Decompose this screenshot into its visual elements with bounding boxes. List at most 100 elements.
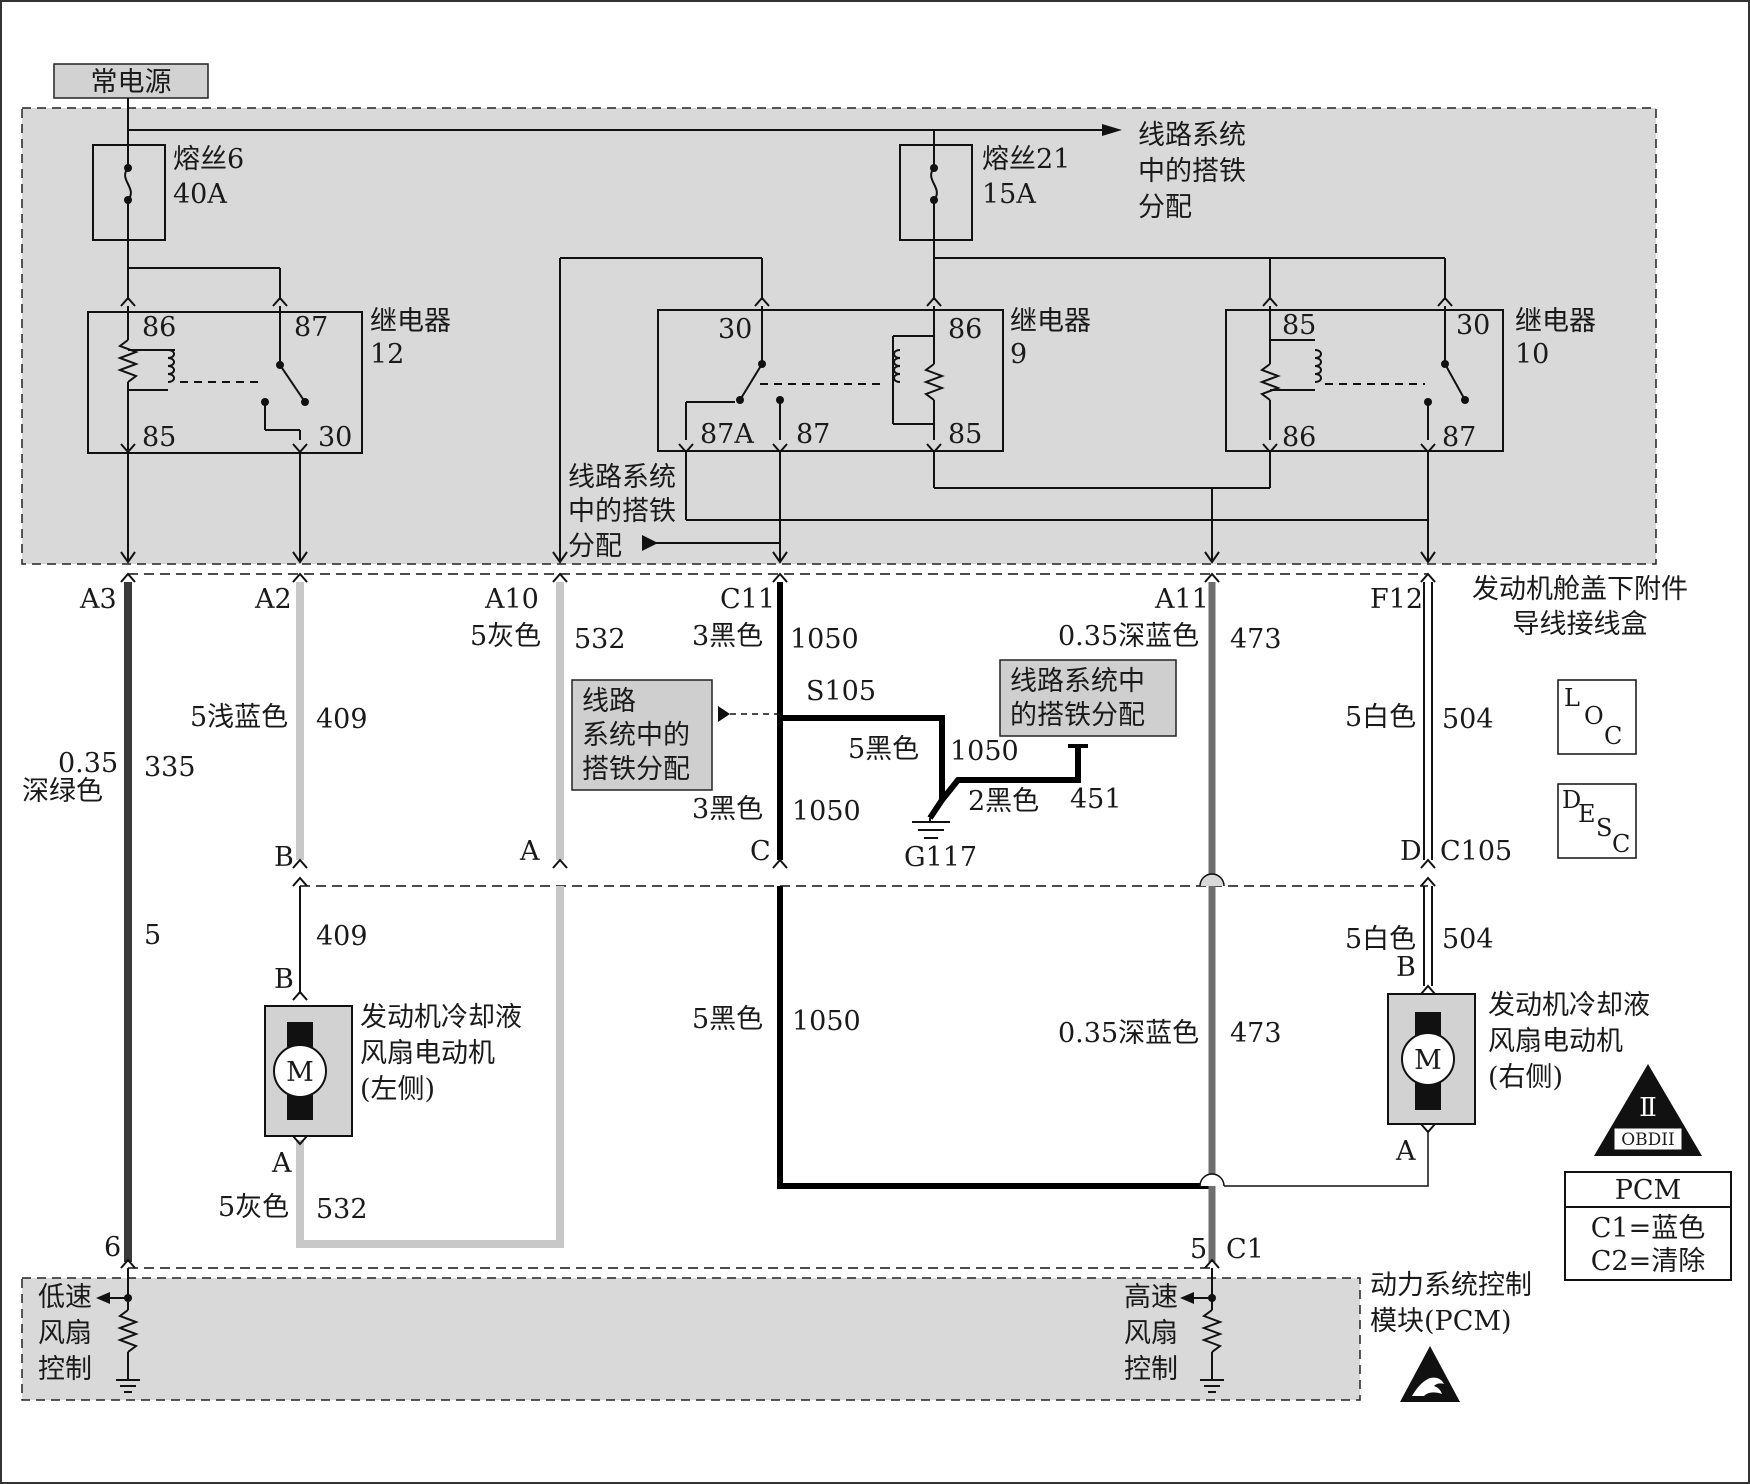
relay-9-title: 继电器	[1010, 306, 1091, 337]
wire-532-color: 5灰色	[470, 621, 541, 652]
desc-letter-e: E	[1578, 800, 1596, 828]
esd-warning-icon	[1400, 1346, 1460, 1402]
pcm-zone	[21, 1277, 1361, 1401]
obd-text-box	[1613, 1127, 1683, 1151]
high-speed-arrow	[1180, 1292, 1194, 1304]
connector-a-mid: A	[519, 836, 540, 867]
loc-letter-l: L	[1564, 684, 1580, 712]
ground-g117-label: G117	[904, 842, 977, 873]
pcm-connector-c1: C1	[1226, 1234, 1264, 1265]
wire-532-number-lower: 532	[316, 1194, 368, 1225]
bus-arrow-right	[1102, 124, 1122, 136]
low-speed-label-1: 低速	[38, 1282, 92, 1313]
connector-a2: A2	[254, 584, 292, 615]
motor-left-pin-b: B	[274, 964, 294, 995]
loc-icon	[1557, 679, 1637, 755]
wire-1050-color-top: 3黑色	[692, 621, 763, 652]
low-speed-resistor	[108, 1268, 140, 1393]
motor-left-label-1: 发动机冷却液	[360, 1002, 522, 1033]
junction-internal-wiring	[127, 452, 1429, 560]
motor-right-symbol: M	[1414, 1045, 1442, 1076]
low-speed-label-3: 控制	[38, 1354, 92, 1385]
wire-1050-number-top: 1050	[790, 624, 859, 655]
fuse-21-name: 熔丝21	[982, 144, 1070, 175]
relay-10-box	[1225, 309, 1504, 452]
relay-9-pin-86: 86	[948, 314, 982, 345]
relay-9-internals	[678, 296, 945, 454]
ground-dist-mid-1: 线路系统	[568, 462, 676, 493]
relay-10-pin-86: 86	[1282, 422, 1316, 453]
relay-10-title: 继电器	[1515, 306, 1596, 337]
connector-c-mid: C	[750, 836, 771, 867]
relay-9-box	[657, 309, 1004, 452]
desc-letter-d: D	[1562, 786, 1581, 814]
socket-a-upper	[552, 858, 568, 869]
motor-left-pin-a: A	[271, 1148, 292, 1179]
wire-473-number-top: 473	[1230, 624, 1282, 655]
low-speed-arrow	[96, 1292, 110, 1304]
motor-right-pin-a: A	[1395, 1136, 1416, 1167]
loc-letter-c: C	[1604, 722, 1622, 750]
motor-left-socket-b	[292, 990, 308, 1001]
relay-10-pin-85: 85	[1282, 310, 1316, 341]
relay-12-pin-85: 85	[142, 422, 176, 453]
wire-473-number-low: 473	[1230, 1018, 1282, 1049]
fuse-6-rating: 40A	[173, 179, 227, 210]
socket-c-upper	[772, 858, 788, 869]
power-source-label: 常电源	[91, 67, 172, 98]
motor-right-brush-bottom	[1415, 1082, 1441, 1110]
wire-504-number-low: 504	[1442, 924, 1494, 955]
wire-532-number: 532	[574, 624, 626, 655]
ground-dist-box-2-line-1: 线路系统中	[1010, 666, 1145, 697]
relay-12-box	[87, 311, 363, 454]
ground-dist-box-1-line-1: 线路	[582, 686, 636, 717]
obd-roman-ii: Ⅱ	[1639, 1093, 1657, 1123]
motor-right-icon	[1401, 1032, 1455, 1086]
relay-12-pin-86: 86	[142, 312, 176, 343]
wire-1050-number-mid: 1050	[792, 796, 861, 827]
motor-right-label-3: (右侧)	[1488, 1062, 1563, 1093]
loc-letter-o: O	[1584, 702, 1604, 730]
ground-dist-top-1: 线路系统	[1138, 120, 1246, 151]
pcm-name-1: 动力系统控制	[1370, 1270, 1532, 1301]
motor-right-label-2: 风扇电动机	[1488, 1026, 1623, 1057]
wire-1050-number-diag: 1050	[950, 736, 1019, 767]
relay-12-number: 12	[370, 339, 404, 370]
junction-exit-arrows	[120, 551, 1436, 564]
socket-d-lower	[1420, 876, 1436, 887]
ground-dist-mid-2: 中的搭铁	[568, 496, 676, 527]
ground-dist-mid-arrow	[642, 535, 658, 551]
wire-335-color-2: 深绿色	[22, 776, 103, 807]
ground-dist-box-1-line-3: 搭铁分配	[582, 754, 690, 785]
desc-letter-s: S	[1596, 814, 1612, 842]
ground-dist-top-2: 中的搭铁	[1138, 156, 1246, 187]
wire-409-number: 409	[316, 704, 368, 735]
relay-12-title: 继电器	[370, 306, 451, 337]
high-speed-label-3: 控制	[1124, 1354, 1178, 1385]
pcm-pin-5: 5	[1190, 1234, 1207, 1265]
wire-532-color-lower: 5灰色	[218, 1192, 289, 1223]
ground-dist-mid-3: 分配	[568, 531, 622, 562]
motor-right-return-wire	[1224, 1132, 1429, 1187]
splice-link-arrow	[718, 706, 730, 722]
junction-box-label-2: 导线接线盒	[1513, 609, 1648, 640]
relay-12-feed	[127, 240, 281, 300]
relay-9-pin-87a: 87A	[700, 419, 754, 450]
wire-504-color-low: 5白色	[1345, 924, 1416, 955]
obd-text: OBDII	[1621, 1130, 1675, 1150]
wire-409-color: 5浅蓝色	[190, 702, 288, 733]
wire-1050-splice	[780, 715, 945, 820]
fuse-21-box	[899, 144, 973, 241]
wire-1050-color-low: 5黑色	[692, 1004, 763, 1035]
connector-a11: A11	[1154, 584, 1209, 615]
relay-12-pin-30: 30	[318, 422, 352, 453]
ground-dist-box-1-line-2: 系统中的	[582, 720, 690, 751]
relay-10-number: 10	[1515, 339, 1549, 370]
socket-d-upper	[1420, 858, 1436, 869]
motor-right-socket-b	[1420, 984, 1436, 995]
relay-12-pin-87: 87	[294, 312, 328, 343]
motor-left-symbol: M	[286, 1057, 314, 1088]
pcm-legend-c1: C1=蓝色	[1591, 1213, 1705, 1244]
pcm-name-2: 模块(PCM)	[1370, 1306, 1512, 1337]
